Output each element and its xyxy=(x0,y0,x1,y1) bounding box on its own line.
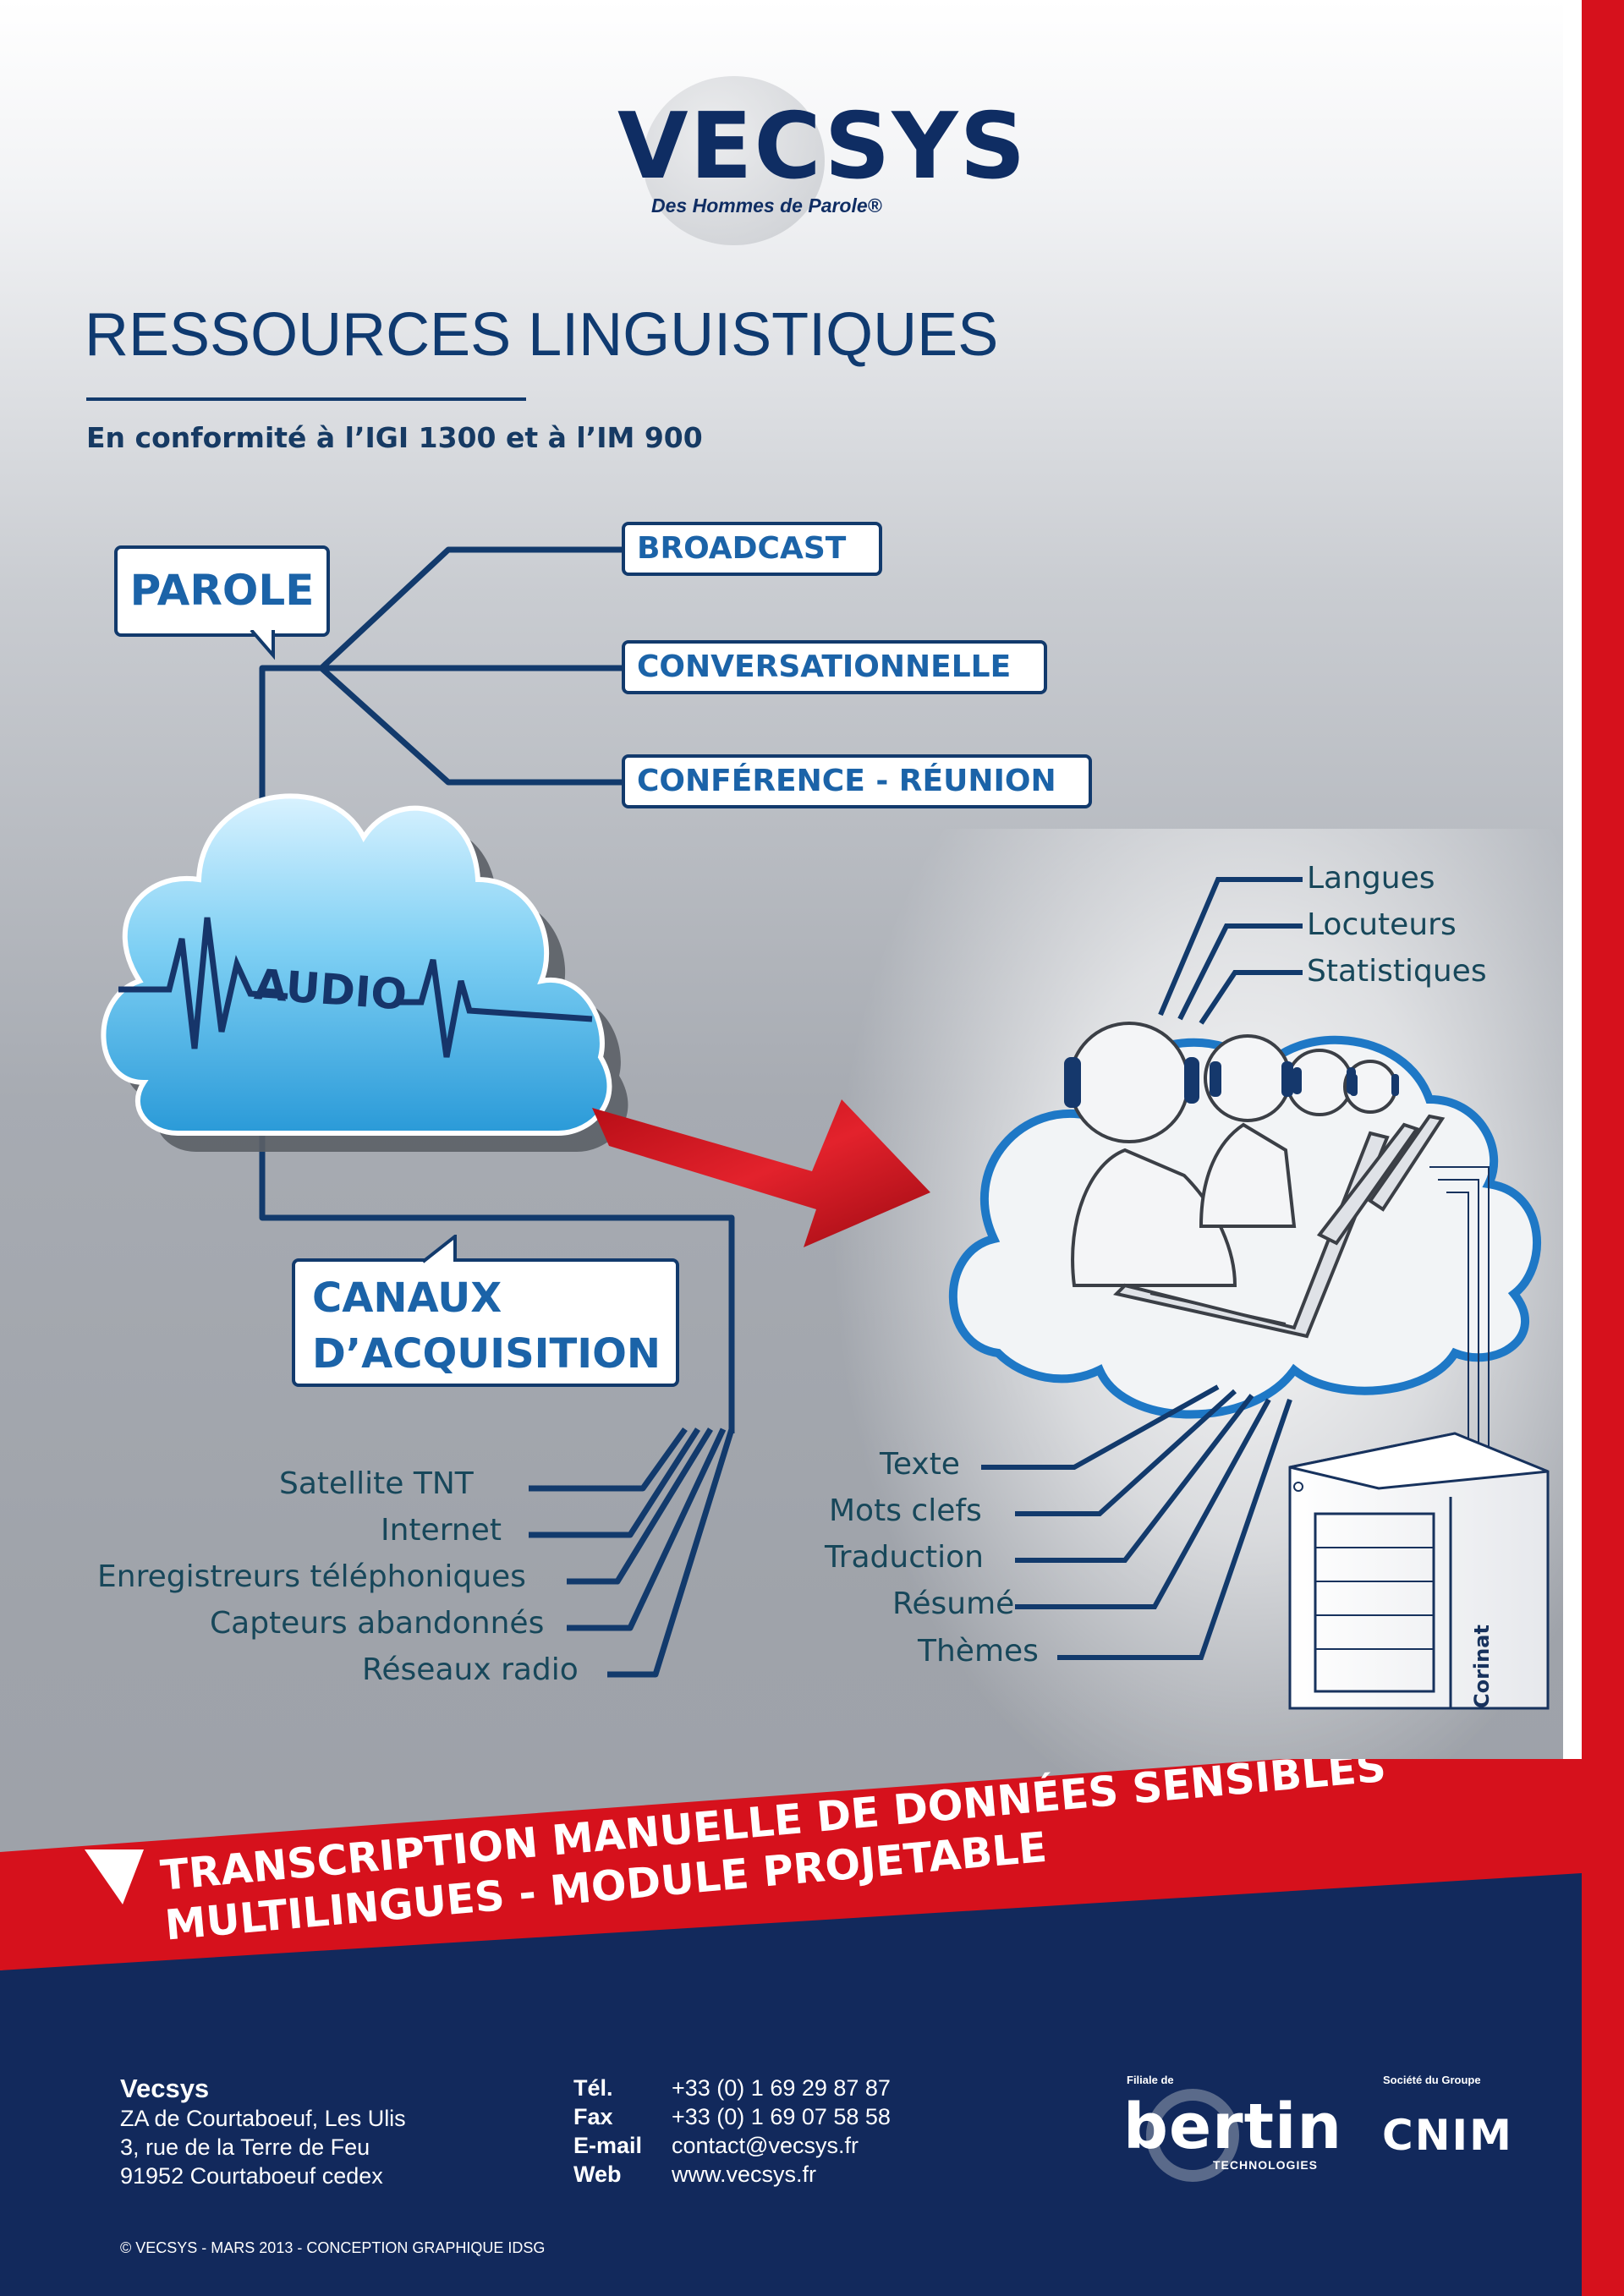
canal-capteurs: Capteurs abandonnés xyxy=(210,1606,545,1641)
output-mots-clefs: Mots clefs xyxy=(829,1493,982,1528)
contact-key: E-mail xyxy=(573,2133,643,2158)
contact-key: Web xyxy=(573,2162,622,2187)
parole-type-broadcast: BROADCAST xyxy=(622,522,882,576)
output-resume: Résumé xyxy=(892,1586,1015,1621)
canaux-box-pointer xyxy=(421,1235,457,1263)
title-underline xyxy=(86,397,526,401)
bertin-swoosh xyxy=(1146,2089,1239,2182)
canal-satellite: Satellite TNT xyxy=(279,1466,474,1501)
footer-company: Vecsys xyxy=(120,2074,210,2103)
canal-enregistreurs: Enregistreurs téléphoniques xyxy=(97,1559,526,1594)
output-texte: Texte xyxy=(880,1447,960,1482)
fax-value: +33 (0) 1 69 07 58 58 xyxy=(672,2104,891,2129)
parole-type-conference: CONFÉRENCE - RÉUNION xyxy=(622,754,1092,808)
bertin-logo-sub: TECHNOLOGIES xyxy=(1213,2158,1319,2172)
parole-type-conversation: CONVERSATIONNELLE xyxy=(622,640,1047,694)
parole-box-pointer xyxy=(250,630,275,660)
copyright: © VECSYS - MARS 2013 - CONCEPTION GRAPHI… xyxy=(120,2239,546,2256)
audio-cloud-label: AUDIO xyxy=(253,960,409,1019)
server-links xyxy=(1429,1166,1490,1455)
web-link[interactable]: www.vecsys.fr xyxy=(672,2162,817,2187)
page-title: RESSOURCES LINGUISTIQUES xyxy=(85,301,999,369)
output-statistiques: Statistiques xyxy=(1307,954,1487,989)
output-locuteurs: Locuteurs xyxy=(1307,907,1457,942)
operators-cloud xyxy=(948,1022,1541,1419)
footer-address-line: 91952 Courtaboeuf cedex xyxy=(120,2163,383,2189)
right-red-stripe xyxy=(1582,0,1624,2296)
workflow-diagram: AUDIO xyxy=(101,546,1550,1710)
groupe-label: Société du Groupe xyxy=(1383,2074,1481,2086)
phone-value[interactable]: +33 (0) 1 69 29 87 87 xyxy=(672,2075,891,2101)
canal-internet: Internet xyxy=(381,1513,502,1548)
canaux-line1: CANAUX xyxy=(312,1274,502,1322)
contact-key: Tél. xyxy=(573,2075,613,2101)
output-traduction: Traduction xyxy=(825,1540,984,1575)
vecsys-logo: VECSYS Des Hommes de Parole® xyxy=(617,68,1028,245)
output-themes: Thèmes xyxy=(918,1634,1039,1669)
flow-arrow xyxy=(592,1099,930,1247)
canaux-line2: D’ACQUISITION xyxy=(312,1330,661,1378)
bottom-output-connectors xyxy=(981,1384,1292,1660)
footer-address: Vecsys ZA de Courtaboeuf, Les Ulis 3, ru… xyxy=(120,2074,406,2190)
email-link[interactable]: contact@vecsys.fr xyxy=(672,2133,859,2158)
page-subtitle: En conformité à l’IGI 1300 et à l’IM 900 xyxy=(86,421,703,454)
canaux-connectors xyxy=(259,1116,735,1678)
headset-icons xyxy=(1064,1057,1399,1108)
canal-reseaux-radio: Réseaux radio xyxy=(362,1652,579,1687)
right-white-stripe xyxy=(1563,0,1582,2296)
logo-wordmark: VECSYS xyxy=(617,94,1028,200)
keyboard-lines xyxy=(1149,1293,1287,1331)
contact-key: Fax xyxy=(573,2104,613,2129)
parole-box: PAROLE xyxy=(114,545,330,637)
logo-swoosh xyxy=(643,76,825,245)
canaux-box: CANAUX D’ACQUISITION xyxy=(292,1258,679,1387)
top-output-connectors xyxy=(1158,877,1303,1025)
server-label: Corinat xyxy=(1470,1625,1494,1708)
logo-tagline: Des Hommes de Parole® xyxy=(651,195,882,216)
footer-band: TRANSCRIPTION MANUELLE DE DONNÉES SENSIB… xyxy=(0,1759,1582,2296)
footer-address-line: 3, rue de la Terre de Feu xyxy=(120,2134,370,2160)
cnim-logo: CNIM xyxy=(1382,2111,1513,2160)
filiale-label: Filiale de xyxy=(1127,2074,1174,2086)
output-langues: Langues xyxy=(1307,861,1435,896)
audio-cloud: AUDIO xyxy=(101,793,628,1152)
footer-contacts: Tél. +33 (0) 1 69 29 87 87 Fax +33 (0) 1 6… xyxy=(573,2074,891,2189)
bertin-logo: bertin xyxy=(1123,2091,1343,2163)
corinat-server: Corinat xyxy=(1288,1432,1550,1710)
footer-address-line: ZA de Courtaboeuf, Les Ulis xyxy=(120,2106,406,2131)
